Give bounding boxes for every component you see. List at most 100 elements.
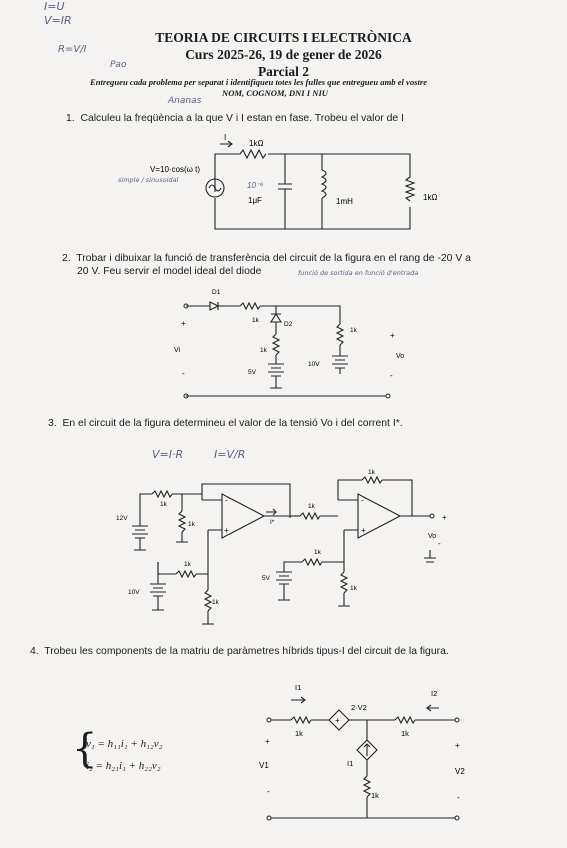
current-arrow-icon [291,696,306,704]
circuit-2-diagram: D1 + - + - 1k D2 1k 1k 5V 10V Vi Vo [174,289,404,399]
svg-text:+: + [361,526,366,535]
handwritten-note: 10⁻⁶ [247,181,264,190]
svg-text:+: + [265,737,270,746]
exam-name: Parcial 2 [257,64,310,79]
current-label: I1 [295,683,301,692]
resistor-label: 1kΩ [423,193,437,202]
question-number: 1. [66,113,75,124]
circuit-4-diagram: I1 2·V2 I2 + 1k 1k I1 1k + V1 - + V2 - [259,683,465,821]
voltage-label: 5V [262,575,271,582]
resistor-label: 1k [350,585,358,592]
resistor-icon [362,775,372,798]
resistor-icon [177,510,187,533]
diode-label: D2 [284,321,293,328]
current-label: I2 [431,689,437,698]
handwritten-note: R=V/I [58,44,87,55]
battery-icon [332,355,348,374]
resistor-label: 1k [160,501,168,508]
resistor-label: 1k [252,317,260,324]
handwritten-note: Ananas [168,96,202,106]
resistor-icon [203,589,213,612]
instructions: NOM, COGNOM, DNI I NIU [222,88,328,98]
circuit-3-diagram: - + - + 12V 1k 1k 10V 1k 1k I* 1k 1k 1k … [116,469,447,625]
resistor-label: 1k [401,729,409,738]
current-arrow-icon [266,508,277,516]
svg-text:-: - [457,793,460,802]
svg-text:+: + [455,741,460,750]
inductor-icon [320,169,327,199]
question-text: Calculeu la freqüència a la que V i I es… [80,113,404,124]
question-2-cont: 20 V. Feu servir el model ideal del diod… [77,266,262,277]
resistor-icon [175,569,197,579]
instructions: Entregueu cada problema per separat i id… [90,77,428,87]
port-voltage-label: V1 [259,761,269,770]
ac-source-icon [205,178,225,198]
question-number: 3. [48,418,57,429]
resistor-label: 1k [184,561,192,568]
resistor-icon [239,301,261,311]
dependent-voltage-source-icon [328,709,350,731]
svg-text:-: - [182,369,185,378]
svg-text:-: - [438,539,441,548]
current-arrow-icon [426,704,439,712]
equation-brace: { [72,726,98,772]
resistor-icon [335,323,345,346]
course-title: TEORIA DE CIRCUITS I ELECTRÒNICA [155,30,412,45]
course-date: Curs 2025-26, 19 de gener de 2026 [185,47,382,62]
handwritten-note: V=IR [44,14,72,27]
diode-label: D1 [212,289,221,296]
resistor-label: 1k [260,347,268,354]
voltage-label: 10V [308,361,320,368]
port-voltage-label: V2 [455,767,465,776]
resistor-icon [404,176,416,202]
question-number: 4. [30,646,39,657]
circuit-1-diagram: I 1kΩ V=10·cos(ω t) 10⁻⁶ 1μF 1mH 1kΩ [150,133,437,230]
question-2: 2. Trobar i dibuixar la funció de transf… [62,253,471,264]
resistor-icon [151,489,173,499]
question-text: Trobar i dibuixar la funció de transferè… [76,253,471,264]
question-3: 3. En el circuit de la figura determineu… [48,418,403,429]
resistor-label: 1k [314,549,322,556]
handwritten-note: I=U [44,0,65,13]
resistor-label: 1k [188,521,196,528]
resistor-icon [239,148,267,160]
resistor-label: 1k [212,599,220,606]
question-text: Trobeu les components de la matriu de pa… [44,646,449,657]
svg-text:+: + [390,331,395,340]
voltage-label: 5V [248,369,257,376]
resistor-icon [339,571,349,594]
dependent-source-label: 2·V2 [351,703,367,712]
handwritten-note: Pao [110,60,127,70]
resistor-icon [271,333,281,356]
handwritten-note: funció de sortida en funció d'entrada [298,269,419,277]
op-amp-icon [221,493,266,539]
voltage-label: 12V [116,515,128,522]
svg-text:+: + [181,319,186,328]
diode-icon [209,301,220,311]
resistor-icon [290,715,312,725]
resistor-label: 1k [368,469,376,476]
svg-text:+: + [442,513,447,522]
question-4: 4. Trobeu les components de la matriu de… [30,646,449,657]
svg-text:-: - [390,371,393,380]
battery-icon [132,508,148,551]
resistor-label: 1k [308,503,316,510]
resistor-label: 1k [350,327,358,334]
input-voltage-label: Vi [174,347,181,354]
op-amp-icon [357,493,402,539]
battery-icon [268,363,284,389]
current-label: I* [270,519,275,526]
resistor-icon [299,511,321,521]
handwritten-formula: V=I·R [152,448,184,461]
capacitor-label: 1μF [248,196,262,205]
equation-2: i₂ = h₂₁i₁ + h₂₂v₂ [86,760,161,772]
current-label: I [224,133,226,142]
question-text: En el circuit de la figura determineu el… [62,418,403,429]
inductor-label: 1mH [336,197,353,206]
equation-1: v₁ = h₁₁i₁ + h₁₂v₂ [86,738,163,750]
resistor-label: 1k [371,791,379,800]
resistor-icon [394,715,416,725]
question-number: 2. [62,253,71,264]
source-label: V=10·cos(ω t) [150,165,200,174]
svg-text:-: - [225,496,228,505]
